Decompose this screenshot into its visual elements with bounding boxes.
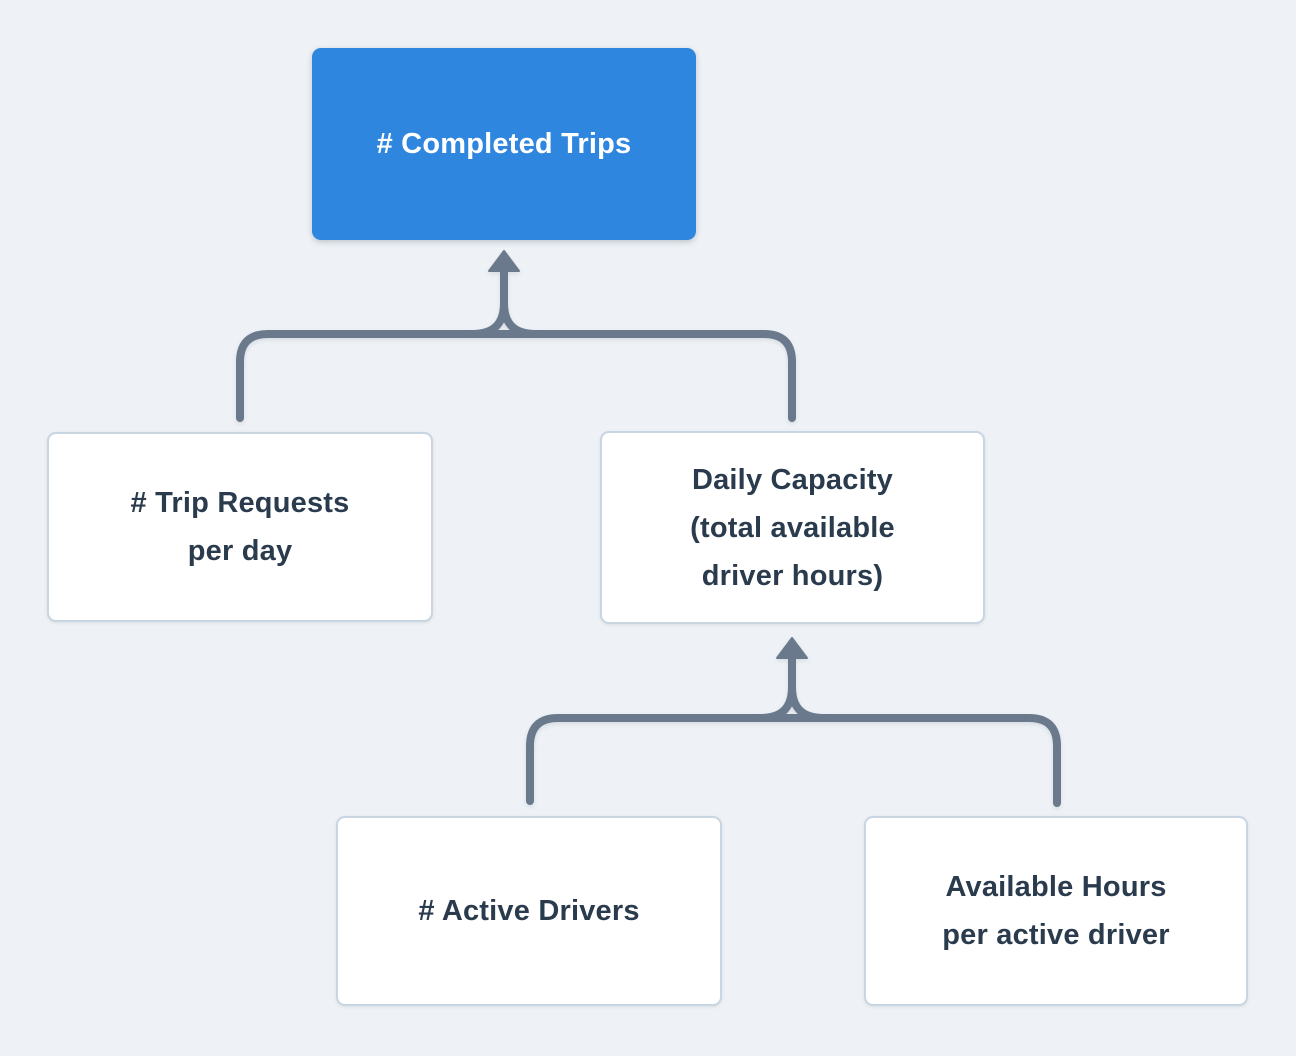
connector-to-completed-trips: [236, 250, 796, 422]
node-label: # Trip Requests per day: [130, 487, 350, 567]
node-label: # Completed Trips: [376, 128, 632, 160]
node-completed-trips[interactable]: # Completed Trips: [312, 48, 696, 240]
node-label: Daily Capacity (total available driver h…: [690, 463, 895, 592]
node-label: Available Hours per active driver: [942, 871, 1170, 951]
node-trip-requests[interactable]: # Trip Requests per day: [47, 432, 433, 622]
connector-to-daily-capacity: [526, 637, 1061, 807]
node-available-hours[interactable]: Available Hours per active driver: [864, 816, 1248, 1006]
node-label: # Active Drivers: [418, 895, 640, 927]
arrowhead-up-icon: [776, 637, 808, 659]
node-active-drivers[interactable]: # Active Drivers: [336, 816, 722, 1006]
node-daily-capacity[interactable]: Daily Capacity (total available driver h…: [600, 431, 985, 624]
arrowhead-up-icon: [488, 250, 520, 272]
